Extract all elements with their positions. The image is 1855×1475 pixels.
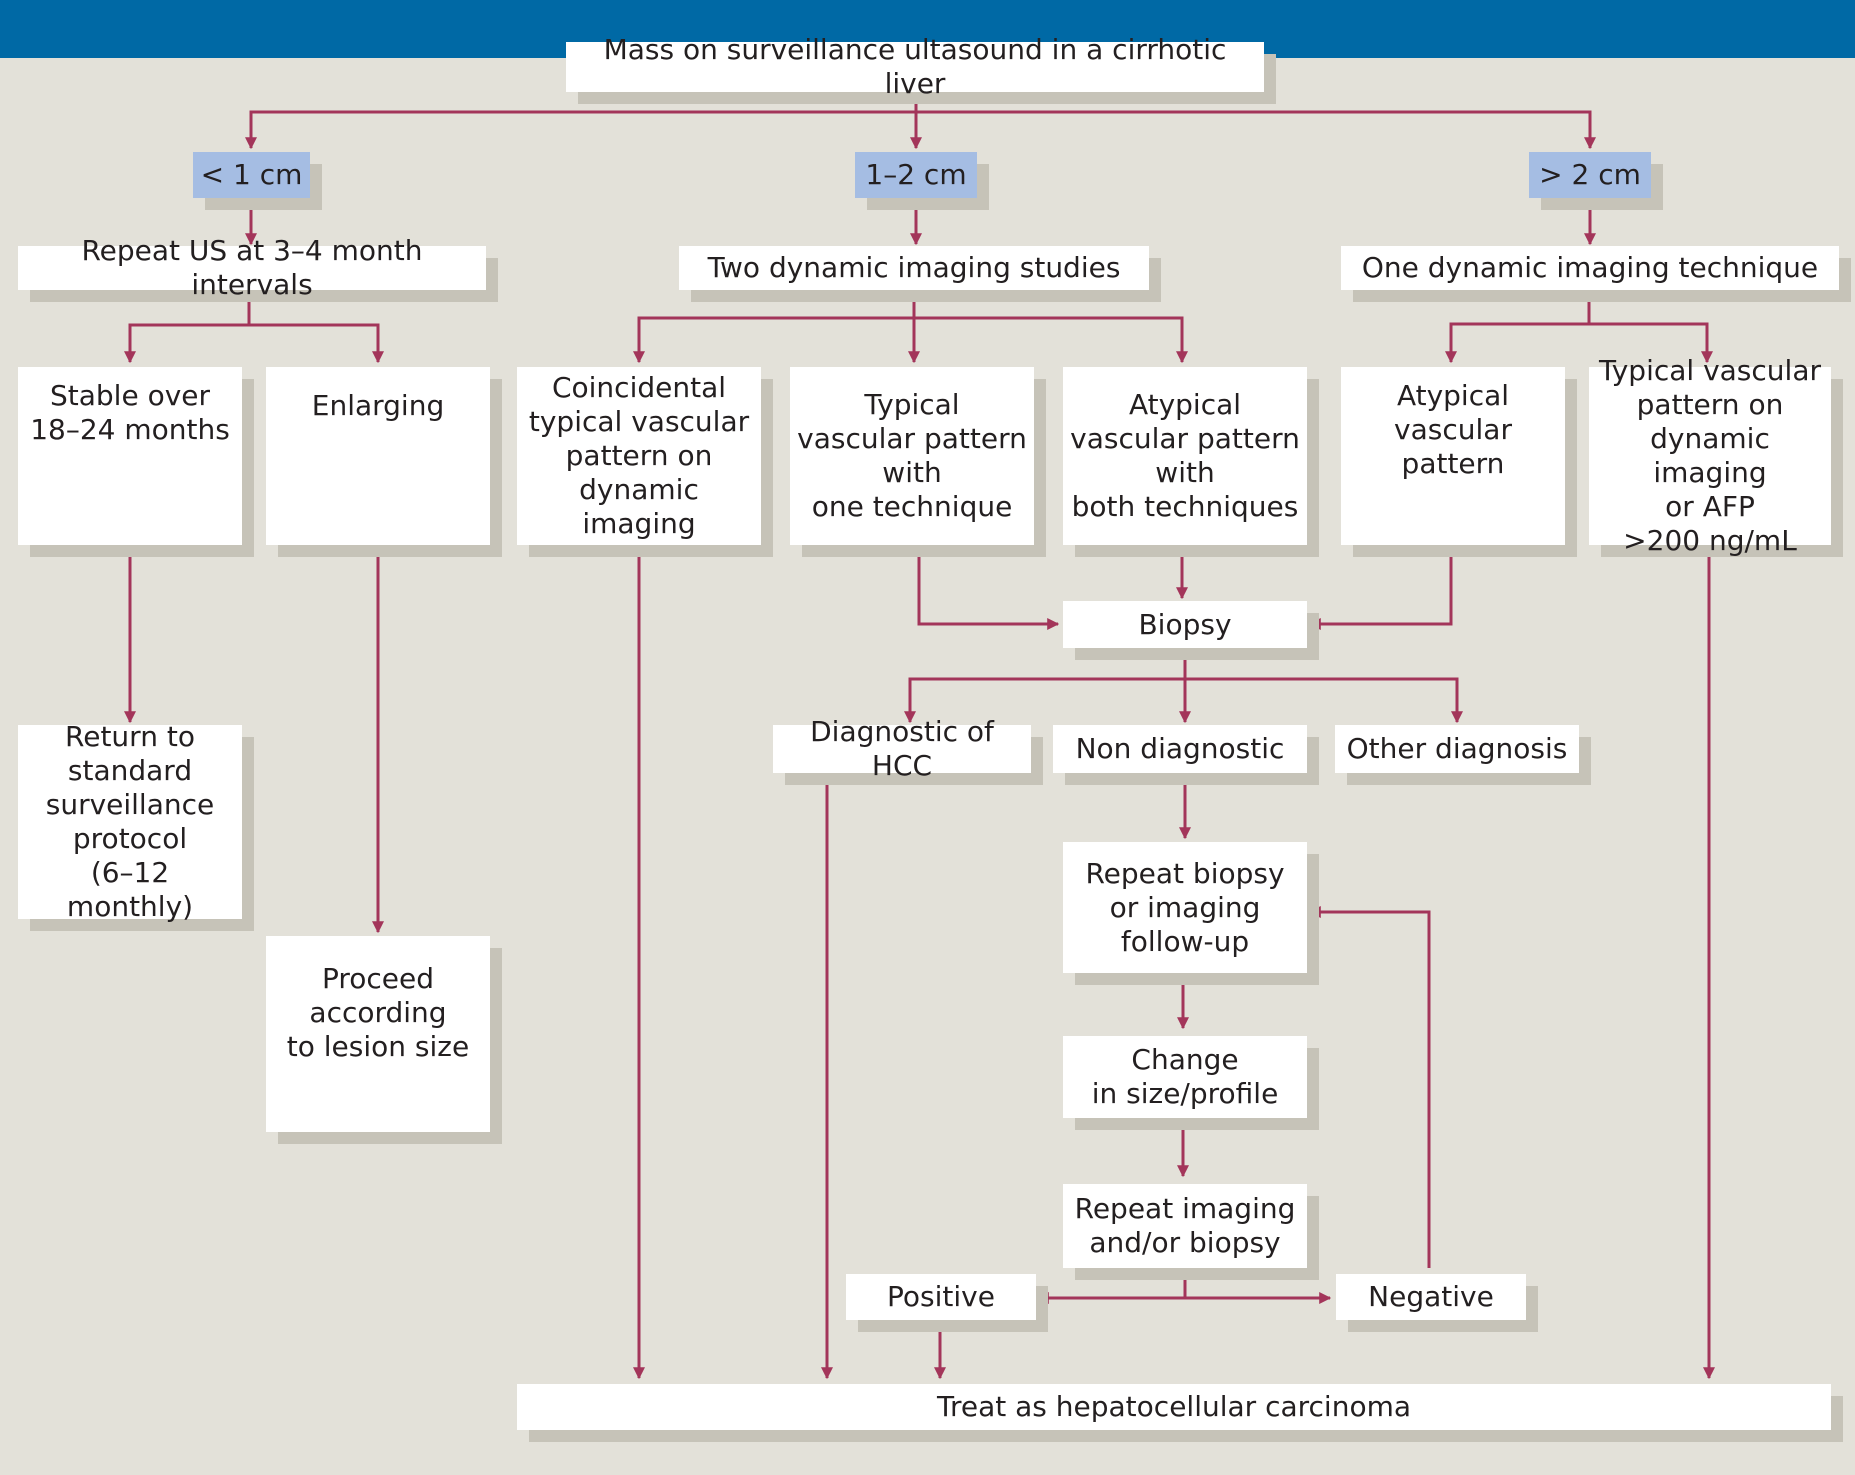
return-standard-box: Return to standard surveillance protocol… <box>18 720 242 923</box>
arrow-two-atypical-both <box>914 316 1188 364</box>
treat-box: Treat as hepatocellular carcinoma <box>517 1384 1831 1430</box>
change-box: Change in size/profile <box>1063 1036 1307 1118</box>
size-lt1-box: < 1 cm <box>193 152 310 198</box>
arrow-one-typical-afp <box>1589 322 1713 364</box>
arrow-repeat-stable <box>124 290 251 364</box>
arrow-typical-one-biopsy <box>917 545 1060 630</box>
other-diagnosis-box: Other diagnosis <box>1335 725 1579 773</box>
one-dynamic-box: One dynamic imaging technique <box>1341 246 1839 290</box>
diagnostic-hcc-box: Diagnostic of HCC <box>773 715 1031 782</box>
stable-box: Stable over 18–24 months <box>18 367 242 545</box>
proceed-box: Proceed according to lesion size <box>266 936 490 1132</box>
two-dynamic-box: Two dynamic imaging studies <box>679 246 1149 290</box>
repeat-imaging-box: Repeat imaging and/or biopsy <box>1063 1184 1307 1268</box>
arrow-two-coincidental <box>633 290 916 364</box>
arrow-one-atypical <box>1445 290 1591 364</box>
arrow-atypical-biopsy <box>1308 545 1453 630</box>
arrow-start-gt2 <box>916 110 1596 150</box>
arrow-repeat-imaging-positive <box>1036 1268 1187 1304</box>
non-diagnostic-box: Non diagnostic <box>1053 725 1307 773</box>
repeat-us-box: Repeat US at 3–4 month intervals <box>18 234 486 301</box>
arrow-biopsy-other <box>1185 677 1463 724</box>
atypical-both-box: Atypical vascular pattern with both tech… <box>1063 367 1307 545</box>
size-1-2-box: 1–2 cm <box>855 152 977 198</box>
start-box: Mass on surveillance ultasound in a cirr… <box>566 33 1264 100</box>
arrow-negative-repeat-biopsy <box>1308 906 1431 1268</box>
coincidental-box: Coincidental typical vascular pattern on… <box>517 367 761 545</box>
arrow-repeat-enlarging <box>249 323 384 364</box>
typical-afp-box: Typical vascular pattern on dynamic imag… <box>1589 354 1831 557</box>
repeat-biopsy-box: Repeat biopsy or imaging follow-up <box>1063 842 1307 973</box>
size-gt2-box: > 2 cm <box>1529 152 1651 198</box>
positive-box: Positive <box>846 1274 1036 1320</box>
negative-box: Negative <box>1336 1274 1526 1320</box>
typical-one-box: Typical vascular pattern with one techni… <box>790 367 1034 545</box>
atypical-box: Atypical vascular pattern <box>1341 367 1565 545</box>
biopsy-box: Biopsy <box>1063 601 1307 648</box>
enlarging-box: Enlarging <box>266 367 490 545</box>
arrow-biopsy-hcc <box>904 648 1187 724</box>
